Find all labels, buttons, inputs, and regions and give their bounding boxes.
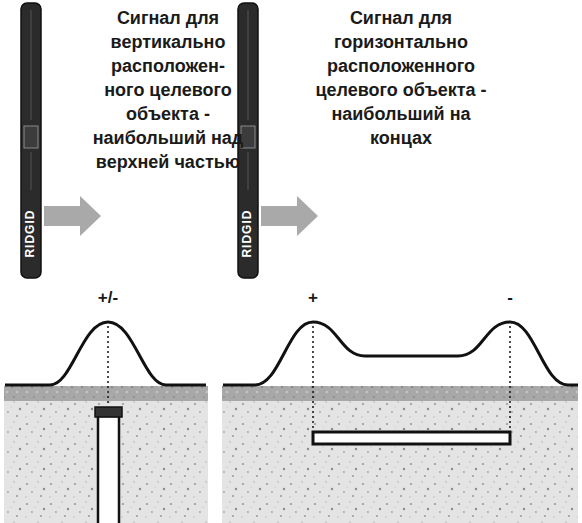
heading-text-holder: Сигнал для горизонтально расположенного … bbox=[306, 6, 496, 150]
turf bbox=[4, 386, 208, 401]
heading-text-holder: Сигнал для вертикально расположен- ного … bbox=[90, 6, 246, 174]
signal-curve bbox=[223, 322, 578, 385]
turf bbox=[222, 386, 578, 401]
brand-label-holder: RIDGID bbox=[241, 210, 254, 258]
signal-curve bbox=[5, 322, 206, 385]
polarity-sign: - bbox=[507, 289, 513, 308]
direction-arrow bbox=[261, 196, 318, 236]
projection-line bbox=[107, 326, 109, 406]
direction-arrow bbox=[44, 196, 101, 236]
polarity-sign: +/- bbox=[98, 289, 118, 308]
brand-label: RIDGID bbox=[241, 210, 254, 258]
projection-line bbox=[509, 326, 511, 432]
polarity-sign-holder: +/- bbox=[98, 289, 118, 308]
vertical-target bbox=[95, 407, 122, 523]
horizontal-target bbox=[313, 432, 510, 444]
soil bbox=[222, 400, 578, 523]
heading-text: Сигнал для горизонтально расположенного … bbox=[306, 6, 496, 150]
polarity-sign-holder: + bbox=[308, 289, 318, 308]
polarity-sign-holder: - bbox=[507, 289, 513, 308]
projection-line bbox=[312, 326, 314, 432]
brand-label: RIDGID bbox=[24, 210, 37, 258]
polarity-sign: + bbox=[308, 289, 318, 308]
brand-label-holder: RIDGID bbox=[24, 210, 37, 258]
locator-wand bbox=[21, 3, 41, 278]
heading-text: Сигнал для вертикально расположен- ного … bbox=[90, 6, 246, 174]
